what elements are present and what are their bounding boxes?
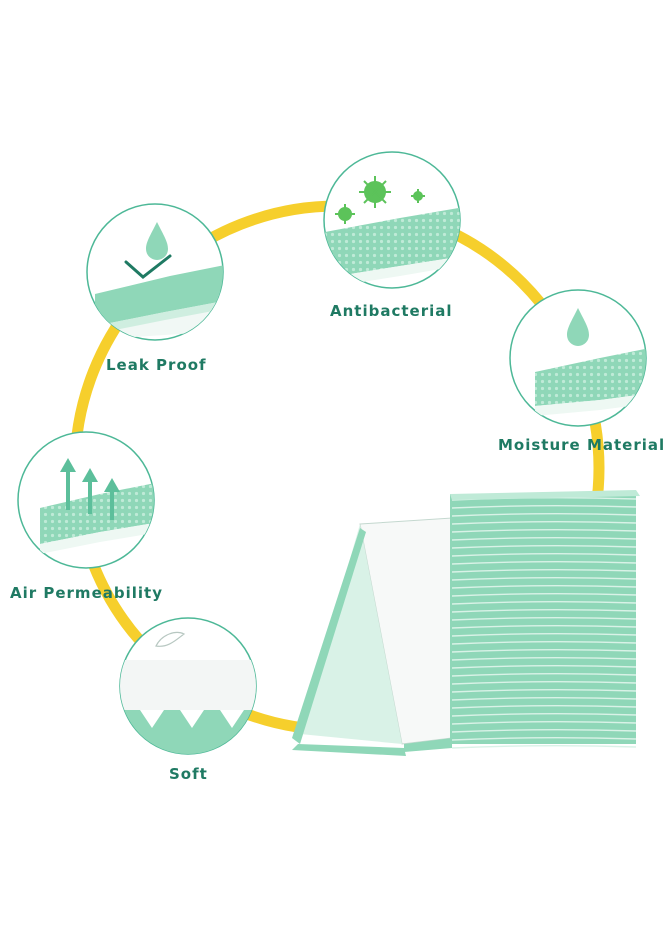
feather-icon	[155, 631, 186, 647]
leak-proof-label: Leak Proof	[106, 356, 207, 374]
pad-layer-edge	[451, 601, 637, 605]
water-drop-icon	[567, 308, 589, 346]
pad-layer-edge	[451, 721, 637, 725]
pad-layer-edge	[451, 729, 637, 733]
soft-badge	[119, 617, 257, 755]
pad-layer-edge	[451, 649, 637, 653]
water-drop-deflect-icon	[146, 222, 168, 260]
pad-layer-edge	[451, 553, 637, 557]
pad-layer-edge	[451, 585, 637, 589]
pad-layer-edge	[451, 681, 637, 685]
antibacterial-label: Antibacterial	[330, 302, 453, 320]
pad-layer-edge	[451, 561, 637, 565]
pad-layer-edge	[451, 641, 637, 645]
air-permeability-badge	[17, 431, 155, 569]
soft-label: Soft	[169, 765, 208, 783]
pad-layer-edge	[451, 569, 637, 573]
pad-layer-edge	[451, 505, 637, 509]
pad-layer-edge	[451, 521, 637, 525]
pad-layer-edge	[451, 633, 637, 637]
moisture-material-label: Moisture Material	[498, 436, 666, 454]
stacked-pads-image	[450, 490, 640, 749]
pad-layer-edge	[451, 593, 637, 597]
stack-top-face	[450, 490, 640, 500]
arrow-up-icon	[60, 458, 120, 520]
unfolded-pad-image	[292, 517, 453, 756]
pad-layer-edge	[451, 609, 637, 613]
pad-layer-edge	[451, 705, 637, 709]
moisture-badge	[509, 289, 647, 427]
antibacterial-badge	[323, 151, 461, 289]
pad-layer-edge	[451, 513, 637, 517]
pad-layer-edge	[451, 537, 637, 541]
pad-layer-edge	[451, 713, 637, 717]
pad-layer-edge	[451, 657, 637, 661]
virus-icon	[335, 176, 425, 224]
deflect-arrow-icon	[124, 254, 172, 279]
leak-proof-badge	[86, 203, 224, 341]
pad-layer-edge	[451, 697, 637, 701]
pad-layer-edge	[451, 545, 637, 549]
pad-layer-edge	[451, 689, 637, 693]
pad-layer-edge	[451, 529, 637, 533]
pad-layer-edge	[451, 617, 637, 621]
pad-layer-edge	[451, 737, 637, 741]
pad-layer-edge	[451, 665, 637, 669]
pad-layer-edge	[451, 673, 637, 677]
air-permeability-label: Air Permeability	[10, 584, 163, 602]
pad-layer-edge	[451, 625, 637, 629]
pad-layer-edge	[451, 577, 637, 581]
pad-layer-edge	[451, 745, 637, 749]
